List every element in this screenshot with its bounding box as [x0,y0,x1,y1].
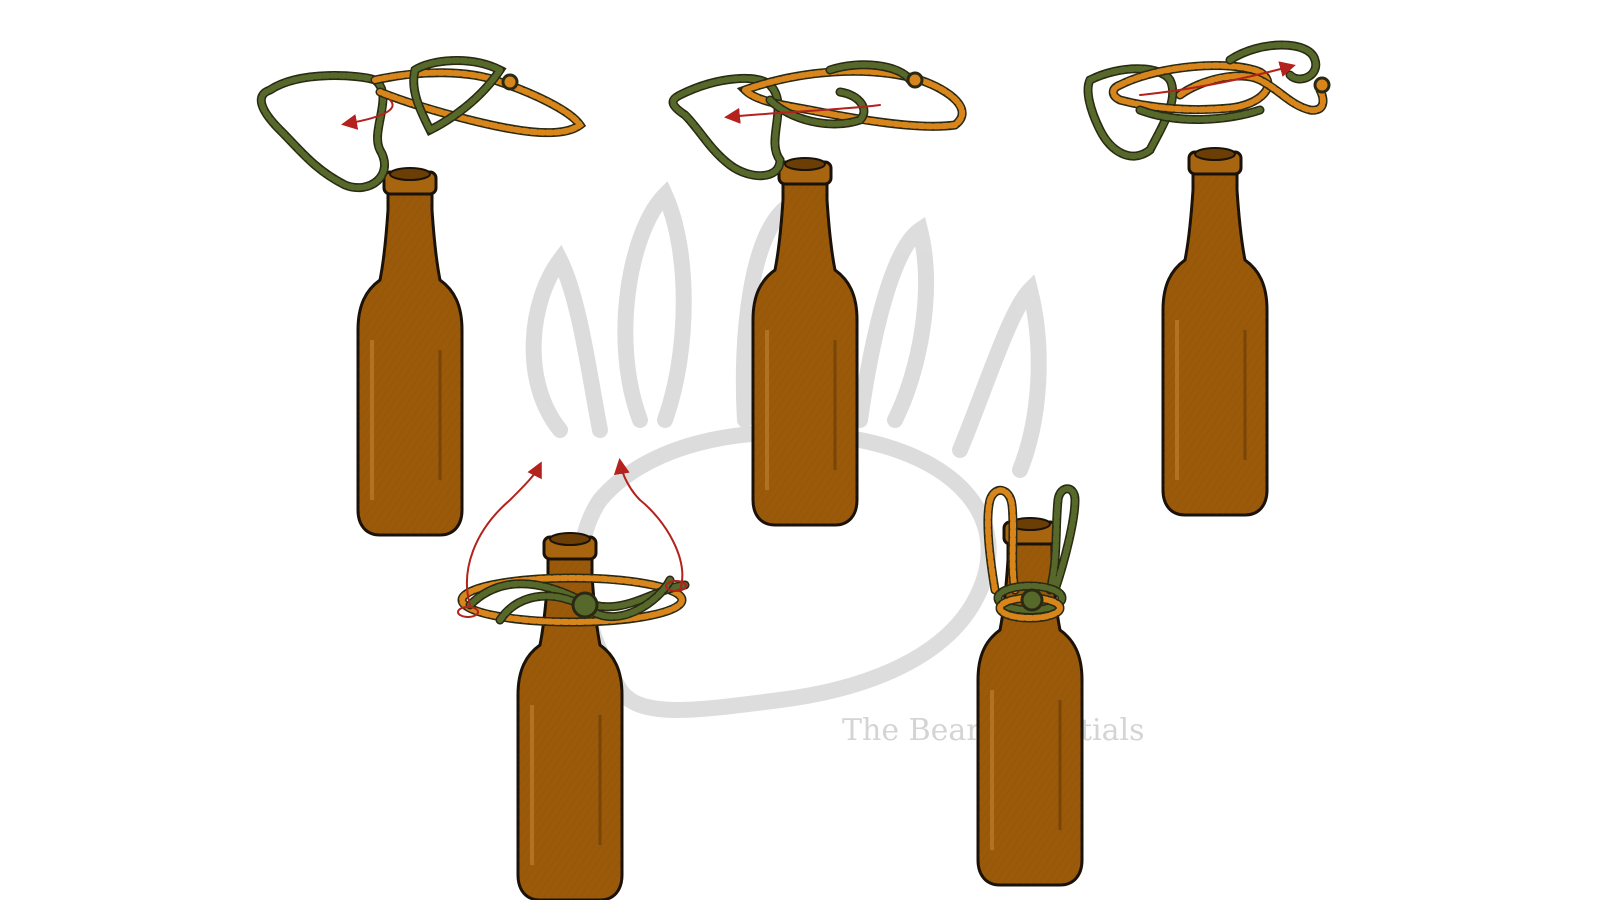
step-2 [751,156,859,527]
rope-loop-right-arrow-icon [1083,40,1331,161]
rope-loop-left-arrow-icon [256,56,587,193]
rope-loop-through-arrow-icon [668,60,967,181]
step-1 [356,166,464,537]
finished-bottle-sling-icon [983,484,1080,623]
step-3 [1161,146,1269,517]
knot-on-neck-arrows-up-icon [457,458,690,627]
